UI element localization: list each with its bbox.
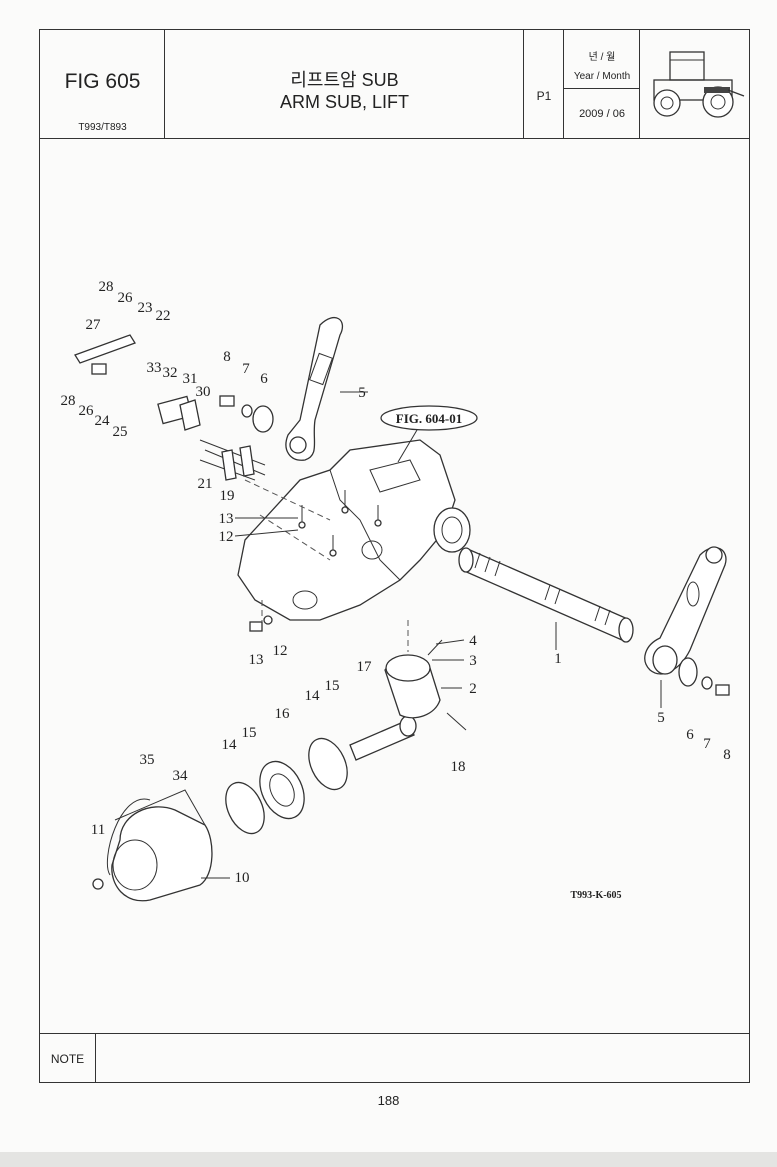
label-28: 28 [99, 279, 114, 295]
label-15: 15 [325, 678, 340, 694]
label-31: 31 [183, 371, 198, 387]
scan-edge [0, 1152, 777, 1167]
label-11: 11 [91, 822, 105, 838]
svg-text:FIG. 604-01: FIG. 604-01 [396, 411, 462, 426]
date-label-korean: 년 / 월 [588, 52, 616, 63]
title-korean: 리프트암 SUB [290, 70, 399, 90]
label-6: 6 [686, 727, 694, 743]
assembly-lines [244, 479, 409, 652]
label-12: 12 [219, 529, 234, 545]
label-35: 35 [140, 752, 155, 768]
label-14: 14 [305, 688, 321, 704]
label-26: 26 [79, 403, 95, 419]
label-21: 21 [198, 476, 213, 492]
label-8: 8 [223, 349, 231, 365]
label-26: 26 [118, 290, 134, 306]
left-arm-hardware [74, 334, 274, 481]
label-4: 4 [469, 633, 477, 649]
tractor-icon [653, 51, 745, 118]
label-14: 14 [222, 737, 238, 753]
page-frame: FIG 605 T993/T893 리프트암 SUB ARM SUB, LIFT… [39, 29, 750, 1083]
lift-arm-left [285, 316, 352, 461]
label-13: 13 [249, 652, 264, 668]
cylinder-assembly [92, 639, 467, 902]
label-28: 28 [61, 393, 76, 409]
drawing-code: T993-K-605 [570, 890, 621, 901]
model-number: T993/T893 [78, 122, 127, 133]
date-label-english: Year / Month [573, 71, 631, 82]
label-10: 10 [235, 870, 250, 886]
label-24: 24 [95, 413, 111, 429]
label-5: 5 [657, 710, 665, 726]
label-23: 23 [138, 300, 153, 316]
date-value: 2009 / 06 [579, 108, 625, 120]
label-33: 33 [147, 360, 162, 376]
label-5: 5 [358, 385, 366, 401]
label-22: 22 [156, 308, 171, 324]
label-34: 34 [173, 768, 189, 784]
thumbnail-cell [640, 30, 749, 139]
label-30: 30 [196, 384, 211, 400]
label-18: 18 [451, 759, 466, 775]
label-25: 25 [113, 424, 128, 440]
page-indicator: P1 [536, 89, 552, 103]
label-19: 19 [220, 488, 235, 504]
label-13: 13 [219, 511, 234, 527]
label-7: 7 [703, 736, 711, 752]
date-cell: 년 / 월 Year / Month 2009 / 06 [564, 30, 640, 139]
label-16: 16 [275, 706, 291, 722]
title-cell: 리프트암 SUB ARM SUB, LIFT [165, 30, 524, 139]
leader-lines [201, 391, 662, 879]
fig-reference-callout: FIG. 604-01 [380, 405, 478, 463]
note-row: NOTE [40, 1033, 749, 1083]
label-6: 6 [260, 371, 268, 387]
label-8: 8 [723, 747, 731, 763]
title-english: ARM SUB, LIFT [279, 92, 409, 112]
label-12: 12 [273, 643, 288, 659]
lift-shaft [458, 547, 634, 643]
date-header: 년 / 월 Year / Month [564, 30, 640, 89]
label-2: 2 [469, 681, 477, 697]
label-27: 27 [86, 317, 102, 333]
part-labels: 1 2 3 4 5 5 6 6 7 7 8 8 10 11 12 12 13 1… [61, 279, 731, 901]
label-32: 32 [163, 365, 178, 381]
label-3: 3 [469, 653, 477, 669]
page-cell: P1 [524, 30, 564, 139]
label-17: 17 [357, 659, 373, 675]
page-number: 188 [377, 1093, 400, 1108]
label-15: 15 [242, 725, 257, 741]
housing-bolts [249, 490, 382, 632]
label-7: 7 [242, 361, 250, 377]
figure-number-cell: FIG 605 T993/T893 [40, 30, 165, 139]
lift-housing [237, 439, 471, 621]
lift-arm-right [644, 546, 730, 696]
figure-number: FIG 605 [64, 70, 141, 93]
note-label: NOTE [40, 1034, 96, 1083]
label-1: 1 [554, 651, 562, 667]
